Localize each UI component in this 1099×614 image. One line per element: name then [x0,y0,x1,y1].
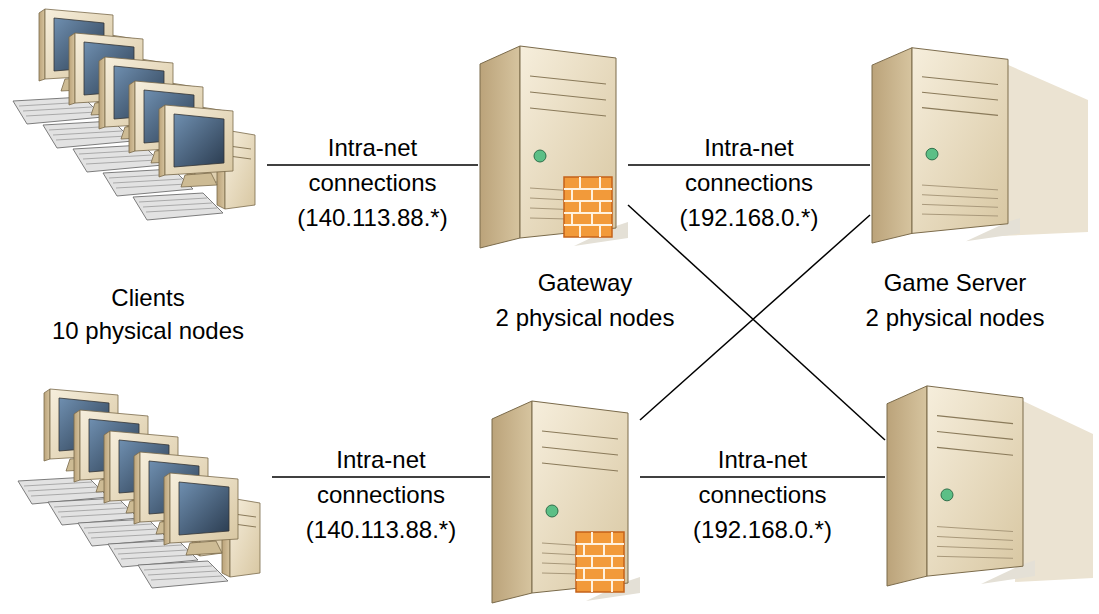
connection-line [272,476,490,478]
group-count: 2 physical nodes [465,301,705,335]
group-count: 10 physical nodes [28,314,268,348]
gateway-server [490,393,640,605]
client-cluster [10,385,272,607]
connection-label: Intra-net connections (140.113.88.*) [273,130,473,235]
connection-line [640,215,870,420]
group-title: Gateway [465,266,705,300]
connection-label: Intra-net connections (140.113.88.*) [281,442,481,547]
connection-line [267,164,478,166]
connection-line [640,476,885,478]
connection-line [628,164,870,166]
game-server: Game Server2 physical nodes [870,40,1092,245]
client-cluster: Clients10 physical nodes [5,5,267,227]
group-title: Game Server [835,266,1075,300]
gateway-server: Gateway2 physical nodes [478,38,628,250]
connection-label: Intra-net connections (192.168.0.*) [649,130,849,235]
game-server [885,378,1095,588]
group-count: 2 physical nodes [835,301,1075,335]
connection-label: Intra-net connections (192.168.0.*) [663,442,863,547]
group-title: Clients [28,281,268,315]
